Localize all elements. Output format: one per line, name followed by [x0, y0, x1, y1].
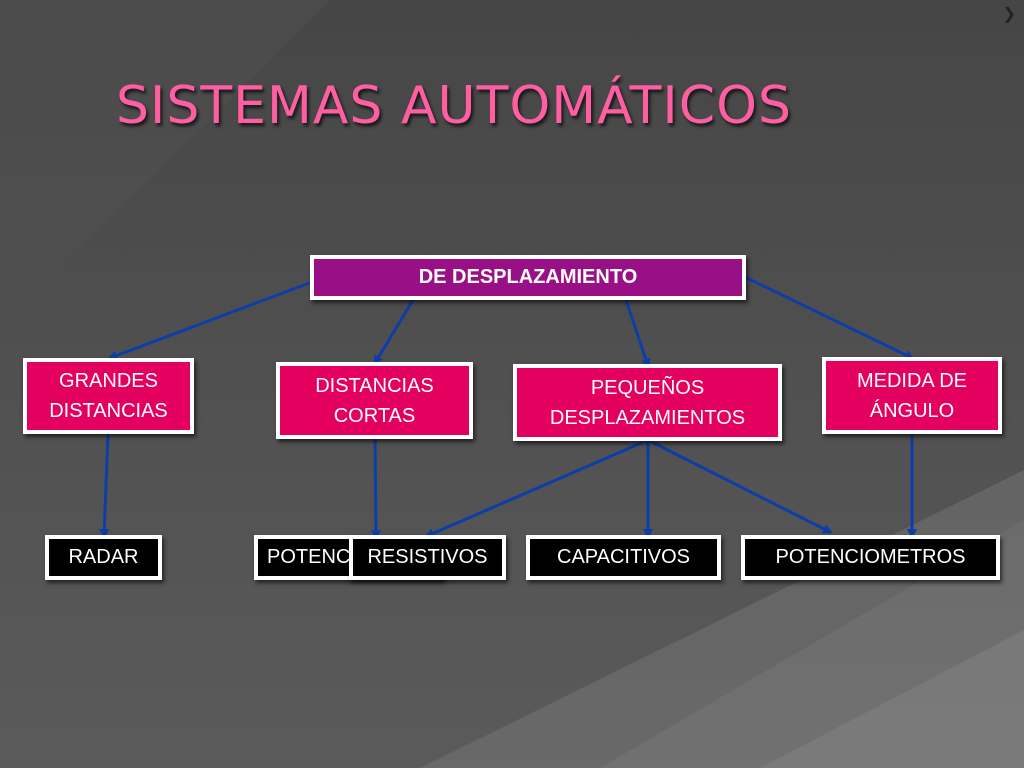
- leaf-capacitivos: CAPACITIVOS: [526, 535, 721, 580]
- node-grandes-distancias: GRANDES DISTANCIAS: [23, 358, 194, 434]
- corner-arrow-icon: ❯: [1002, 6, 1016, 23]
- leaf-capacitivos-label: CAPACITIVOS: [557, 546, 690, 568]
- arrow-grandes-to-radar: [99, 432, 110, 539]
- leaf-potenciometros-right: POTENCIOMETROS: [741, 535, 1000, 580]
- node-medida-de-angulo: MEDIDA DE ÁNGULO: [822, 357, 1002, 434]
- leaf-radar: RADAR: [45, 535, 162, 580]
- leaf-resistivos-label: RESISTIVOS: [367, 546, 488, 568]
- node-distancias-cortas: DISTANCIAS CORTAS: [276, 362, 473, 439]
- arrow-pequenos-to-resistivos: [424, 438, 649, 538]
- node-medida-de-angulo-label: MEDIDA DE ÁNGULO: [856, 369, 968, 422]
- node-grandes-distancias-label: GRANDES DISTANCIAS: [49, 370, 168, 422]
- arrow-cortas-to-potenciometros: [370, 437, 381, 540]
- leaf-potenciometros-right-label: POTENCIOMETROS: [775, 546, 966, 568]
- arrow-pequenos-to-potenciometros: [647, 438, 833, 534]
- arrow-root-to-cortas: [373, 299, 415, 366]
- node-distancias-cortas-label: DISTANCIAS CORTAS: [315, 374, 434, 427]
- arrow-root-to-grandes: [107, 280, 313, 361]
- root-node-de-desplazamiento: DE DESPLAZAMIENTO: [310, 255, 746, 300]
- leaf-radar-label: RADAR: [68, 546, 139, 568]
- node-pequenos-desplazamientos: PEQUEÑOS DESPLAZAMIENTOS: [513, 364, 782, 441]
- arrow-root-to-pequenos: [624, 299, 651, 369]
- leaf-resistivos: RESISTIVOS: [349, 535, 506, 580]
- slide-title: SISTEMAS AUTOMÁTICOS: [116, 76, 793, 136]
- node-pequenos-desplazamientos-label: PEQUEÑOS DESPLAZAMIENTOS: [549, 376, 746, 429]
- root-node-label: DE DESPLAZAMIENTO: [418, 266, 638, 288]
- arrow-root-to-angulo: [744, 275, 915, 360]
